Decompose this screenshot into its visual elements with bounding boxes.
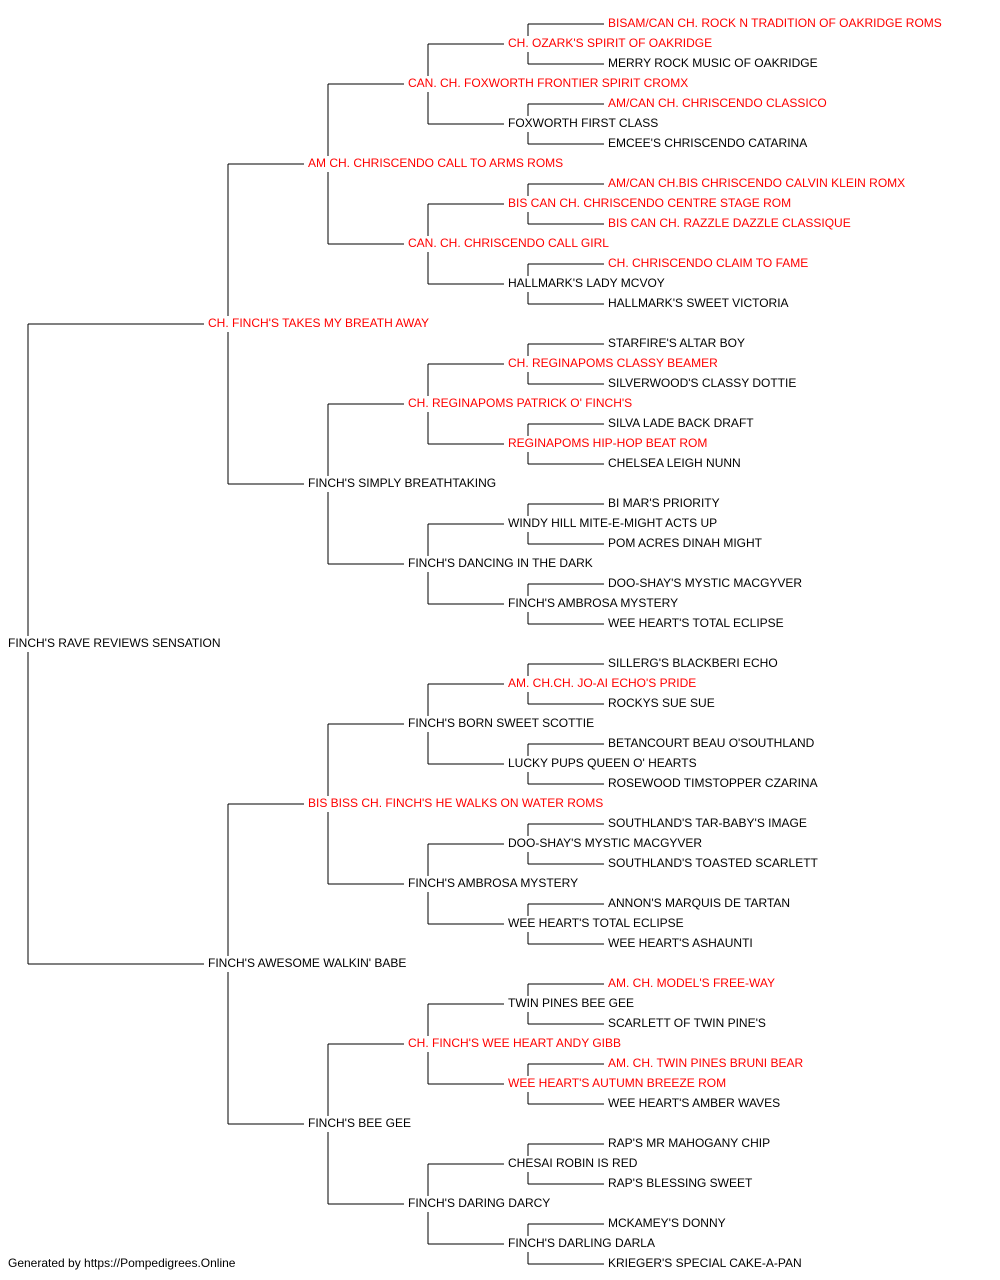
ancestor-name: SCARLETT OF TWIN PINE'S <box>608 1016 766 1030</box>
ancestor-name: WEE HEART'S AMBER WAVES <box>608 1096 780 1110</box>
ancestor-name: ANNON'S MARQUIS DE TARTAN <box>608 896 790 910</box>
ancestor-name: FINCH'S AMBROSA MYSTERY <box>408 876 578 890</box>
ancestor-name: MERRY ROCK MUSIC OF OAKRIDGE <box>608 56 818 70</box>
ancestor-name: ROSEWOOD TIMSTOPPER CZARINA <box>608 776 818 790</box>
ancestor-name: TWIN PINES BEE GEE <box>508 996 634 1010</box>
ancestor-name: SOUTHLAND'S TOASTED SCARLETT <box>608 856 819 870</box>
ancestor-name: AM CH. CHRISCENDO CALL TO ARMS ROMS <box>308 156 563 170</box>
ancestor-name: FINCH'S BORN SWEET SCOTTIE <box>408 716 594 730</box>
ancestor-name: CH. OZARK'S SPIRIT OF OAKRIDGE <box>508 36 712 50</box>
ancestor-name: CHELSEA LEIGH NUNN <box>608 456 741 470</box>
ancestor-name: CH. FINCH'S WEE HEART ANDY GIBB <box>408 1036 621 1050</box>
ancestor-name: CAN. CH. FOXWORTH FRONTIER SPIRIT CROMX <box>408 76 688 90</box>
ancestor-name: WEE HEART'S ASHAUNTI <box>608 936 753 950</box>
ancestor-name: ROCKYS SUE SUE <box>608 696 715 710</box>
ancestor-name: CH. FINCH'S TAKES MY BREATH AWAY <box>208 316 429 330</box>
ancestor-name: BIS BISS CH. FINCH'S HE WALKS ON WATER R… <box>308 796 603 810</box>
ancestor-name: DOO-SHAY'S MYSTIC MACGYVER <box>508 836 702 850</box>
ancestor-name: STARFIRE'S ALTAR BOY <box>608 336 745 350</box>
ancestor-name: SILVERWOOD'S CLASSY DOTTIE <box>608 376 796 390</box>
ancestor-name: BIS CAN CH. RAZZLE DAZZLE CLASSIQUE <box>608 216 851 230</box>
ancestor-name: AM. CH. MODEL'S FREE-WAY <box>608 976 775 990</box>
ancestor-name: POM ACRES DINAH MIGHT <box>608 536 763 550</box>
ancestor-name: SILLERG'S BLACKBERI ECHO <box>608 656 778 670</box>
ancestor-name: REGINAPOMS HIP-HOP BEAT ROM <box>508 436 707 450</box>
ancestor-name: SOUTHLAND'S TAR-BABY'S IMAGE <box>608 816 807 830</box>
ancestor-name: CH. CHRISCENDO CLAIM TO FAME <box>608 256 808 270</box>
subject-dog-name: FINCH'S RAVE REVIEWS SENSATION <box>8 636 221 650</box>
ancestor-labels: FINCH'S RAVE REVIEWS SENSATION CH. FINCH'… <box>8 16 942 1270</box>
ancestor-name: CH. REGINAPOMS CLASSY BEAMER <box>508 356 718 370</box>
ancestor-name: FINCH'S SIMPLY BREATHTAKING <box>308 476 496 490</box>
ancestor-name: WEE HEART'S AUTUMN BREEZE ROM <box>508 1076 726 1090</box>
ancestor-name: RAP'S BLESSING SWEET <box>608 1176 753 1190</box>
ancestor-name: BETANCOURT BEAU O'SOUTHLAND <box>608 736 815 750</box>
ancestor-name: BISAM/CAN CH. ROCK N TRADITION OF OAKRID… <box>608 16 942 30</box>
ancestor-name: AM/CAN CH. CHRISCENDO CLASSICO <box>608 96 827 110</box>
ancestor-name: FOXWORTH FIRST CLASS <box>508 116 658 130</box>
ancestor-name: CH. REGINAPOMS PATRICK O' FINCH'S <box>408 396 632 410</box>
ancestor-name: LUCKY PUPS QUEEN O' HEARTS <box>508 756 697 770</box>
ancestor-name: HALLMARK'S LADY MCVOY <box>508 276 665 290</box>
ancestor-name: WEE HEART'S TOTAL ECLIPSE <box>508 916 684 930</box>
ancestor-name: BIS CAN CH. CHRISCENDO CENTRE STAGE ROM <box>508 196 791 210</box>
ancestor-name: DOO-SHAY'S MYSTIC MACGYVER <box>608 576 802 590</box>
ancestor-name: CHESAI ROBIN IS RED <box>508 1156 638 1170</box>
ancestor-name: AM. CH.CH. JO-AI ECHO'S PRIDE <box>508 676 696 690</box>
ancestor-name: FINCH'S DANCING IN THE DARK <box>408 556 593 570</box>
ancestor-name: BI MAR'S PRIORITY <box>608 496 720 510</box>
ancestor-name: CAN. CH. CHRISCENDO CALL GIRL <box>408 236 609 250</box>
ancestor-name: MCKAMEY'S DONNY <box>608 1216 726 1230</box>
ancestor-name: AM. CH. TWIN PINES BRUNI BEAR <box>608 1056 803 1070</box>
ancestor-name: SILVA LADE BACK DRAFT <box>608 416 754 430</box>
generated-by-footer: Generated by https://Pompedigrees.Online <box>8 1256 236 1270</box>
ancestor-name: RAP'S MR MAHOGANY CHIP <box>608 1136 770 1150</box>
ancestor-name: FINCH'S DARLING DARLA <box>508 1236 655 1250</box>
ancestor-name: FINCH'S AWESOME WALKIN' BABE <box>208 956 406 970</box>
ancestor-name: EMCEE'S CHRISCENDO CATARINA <box>608 136 807 150</box>
ancestor-name: KRIEGER'S SPECIAL CAKE-A-PAN <box>608 1256 802 1270</box>
ancestor-name: FINCH'S AMBROSA MYSTERY <box>508 596 678 610</box>
ancestor-name: AM/CAN CH.BIS CHRISCENDO CALVIN KLEIN RO… <box>608 176 905 190</box>
ancestor-name: FINCH'S DARING DARCY <box>408 1196 550 1210</box>
ancestor-name: WINDY HILL MITE-E-MIGHT ACTS UP <box>508 516 717 530</box>
ancestor-name: WEE HEART'S TOTAL ECLIPSE <box>608 616 784 630</box>
ancestor-name: FINCH'S BEE GEE <box>308 1116 411 1130</box>
ancestor-name: HALLMARK'S SWEET VICTORIA <box>608 296 789 310</box>
connector-lines <box>27 23 604 1265</box>
